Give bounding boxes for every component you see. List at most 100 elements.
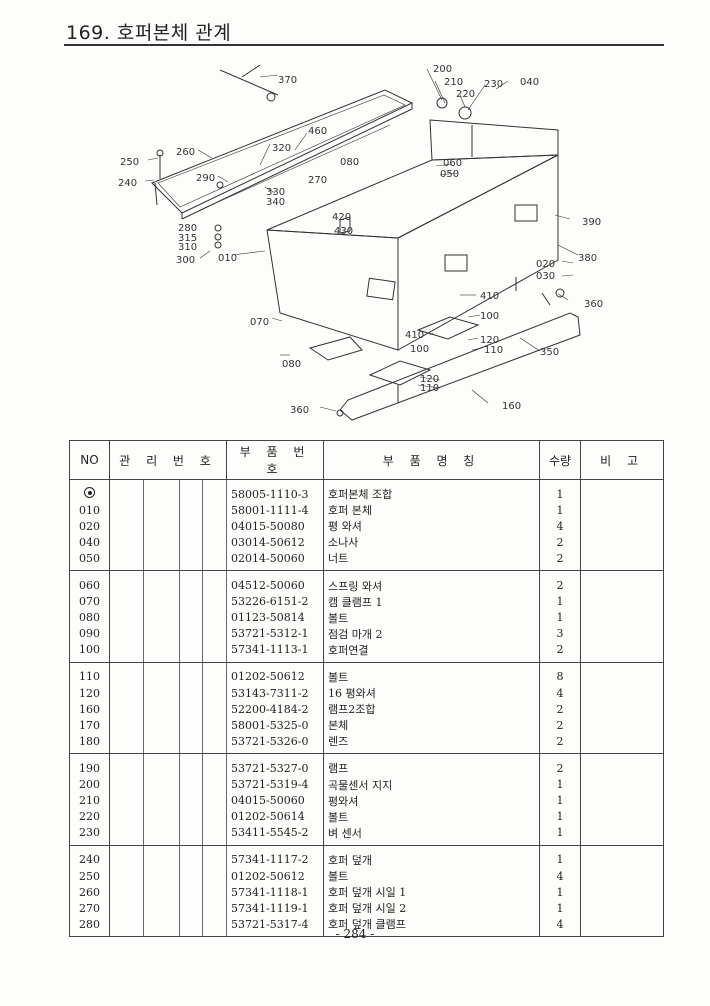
cell-mgmt-no [179, 534, 203, 551]
cell-mgmt-no [201, 824, 228, 846]
header-part-name: 부 품 명 칭 [323, 440, 541, 480]
cell-part-no: 01202-50612 [226, 662, 325, 686]
header-no: NO [69, 440, 110, 480]
cell-mgmt-no [143, 792, 180, 809]
cell-qty: 1 [539, 776, 582, 793]
cell-no: 170 [69, 717, 110, 734]
cell-note [580, 701, 665, 718]
callout-label: 120 [480, 335, 499, 346]
callout-label: 110 [484, 345, 503, 356]
callout-label: 120 [420, 374, 439, 385]
cell-part-no: 04015-50080 [226, 518, 325, 535]
cell-mgmt-no [179, 550, 203, 572]
callout-label: 460 [308, 126, 327, 137]
cell-part-no: 53721-5326-0 [226, 733, 325, 755]
cell-no: 250 [69, 867, 110, 885]
cell-mgmt-no [143, 685, 180, 702]
header-qty: 수량 [539, 440, 582, 480]
callout-label: 070 [250, 317, 269, 328]
cell-part-no: 57341-1113-1 [226, 641, 325, 663]
cell-mgmt-no [201, 550, 228, 572]
cell-no: 120 [69, 685, 110, 702]
cell-mgmt-no [109, 570, 144, 594]
callout-label: 380 [578, 253, 597, 264]
cell-mgmt-no [201, 845, 228, 868]
cell-part-name: 호퍼 덮개 [323, 845, 541, 868]
cell-mgmt-no [143, 776, 180, 793]
cell-part-no: 01202-50614 [226, 808, 325, 825]
cell-mgmt-no [179, 884, 203, 901]
cell-part-name: 렌즈 [323, 733, 541, 755]
cell-no: 270 [69, 900, 110, 917]
cell-mgmt-no [201, 502, 228, 519]
callout-label: 300 [176, 255, 195, 266]
cell-mgmt-no [201, 625, 228, 642]
cell-mgmt-no [109, 593, 144, 610]
cell-mgmt-no [179, 900, 203, 917]
cell-no: 110 [69, 662, 110, 686]
cell-no: 020 [69, 518, 110, 535]
callout-label: 430 [334, 226, 353, 237]
cell-no: 050 [69, 550, 110, 572]
cell-mgmt-no [201, 662, 228, 686]
cell-part-name: 호퍼 덮개 시일 1 [323, 884, 541, 901]
callout-label: 220 [456, 89, 475, 100]
cell-mgmt-no [179, 570, 203, 594]
callout-label: 320 [272, 143, 291, 154]
hopper-body-side [397, 154, 559, 351]
cell-mgmt-no [109, 662, 144, 686]
cell-mgmt-no [179, 867, 203, 885]
cell-mgmt-no [109, 518, 144, 535]
cell-no [69, 479, 110, 503]
cell-note [580, 717, 665, 734]
cell-mgmt-no [109, 884, 144, 901]
cell-no: 100 [69, 641, 110, 663]
cell-mgmt-no [201, 701, 228, 718]
cell-part-no: 04512-50060 [226, 570, 325, 594]
cell-mgmt-no [109, 824, 144, 846]
cell-qty: 1 [539, 593, 582, 610]
cell-no: 240 [69, 845, 110, 868]
callout-label: 040 [520, 77, 539, 88]
cell-mgmt-no [201, 593, 228, 610]
cell-qty: 1 [539, 824, 582, 846]
cell-mgmt-no [201, 570, 228, 594]
cell-no: 090 [69, 625, 110, 642]
cell-note [580, 685, 665, 702]
cell-mgmt-no [201, 641, 228, 663]
callout-label: 060 [443, 158, 462, 169]
cell-part-name: 곡물센서 지지 [323, 776, 541, 793]
hopper-body-top [266, 154, 559, 239]
cell-part-name: 소나사 [323, 534, 541, 551]
cell-no: 010 [69, 502, 110, 519]
callout-label: 330 [266, 187, 285, 198]
cell-mgmt-no [143, 609, 180, 626]
callout-label: 200 [433, 64, 452, 75]
cell-part-no: 03014-50612 [226, 534, 325, 551]
callout-label: 370 [278, 75, 297, 86]
cell-note [580, 808, 665, 825]
cell-part-name: 볼트 [323, 609, 541, 626]
page-number: - 284 - [335, 927, 375, 941]
cell-no: 080 [69, 609, 110, 626]
cell-mgmt-no [109, 808, 144, 825]
cell-mgmt-no [179, 685, 203, 702]
cell-part-no: 57341-1118-1 [226, 884, 325, 901]
cell-part-name: 호퍼연결 [323, 641, 541, 663]
cell-mgmt-no [143, 884, 180, 901]
callout-label: 340 [266, 197, 285, 208]
